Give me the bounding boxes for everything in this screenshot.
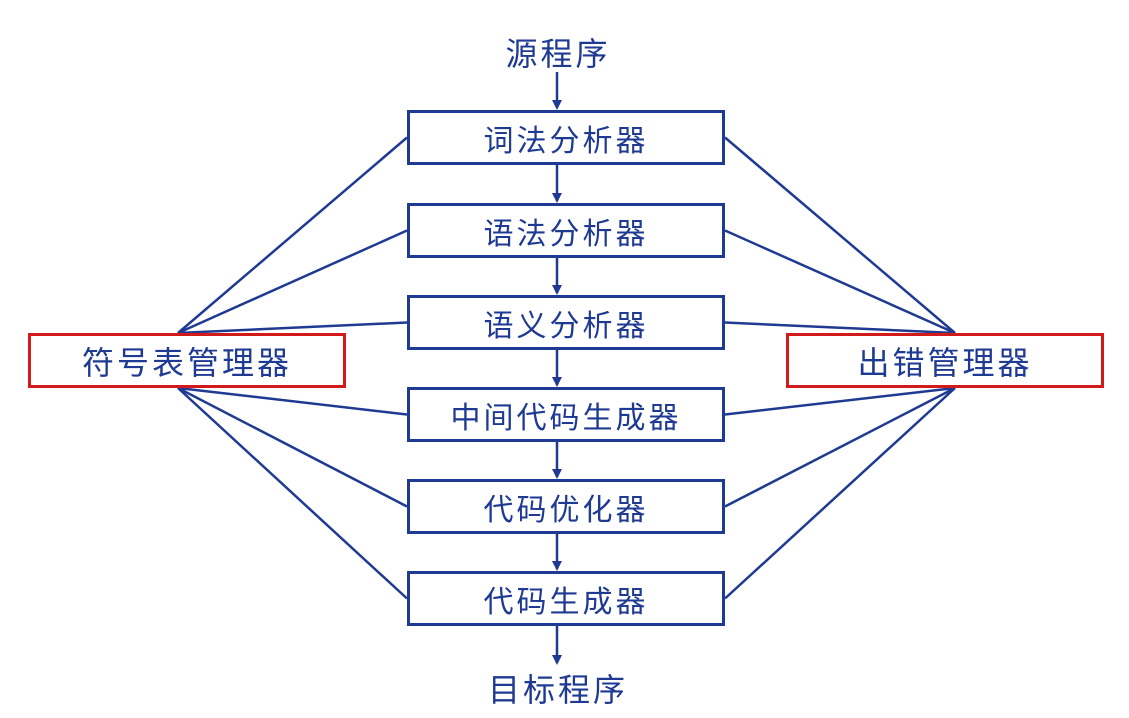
syntax-analyzer-box: 语法分析器 — [407, 203, 725, 258]
symbol-table-link-3 — [177, 321, 408, 335]
symbol-table-link-6 — [177, 387, 408, 600]
source-program-label: 源程序 — [505, 35, 611, 73]
symbol-table-link-5 — [177, 386, 408, 508]
symbol-table-manager-box: 符号表管理器 — [28, 333, 346, 388]
error-link-2 — [724, 229, 956, 335]
intermediate-code-generator-box: 中间代码生成器 — [407, 387, 725, 442]
semantic-analyzer-box: 语义分析器 — [407, 295, 725, 350]
error-link-3 — [724, 321, 956, 335]
error-link-5 — [724, 386, 956, 508]
lexical-analyzer-box: 词法分析器 — [407, 110, 725, 165]
error-link-1 — [724, 136, 956, 334]
code-optimizer-box: 代码优化器 — [407, 479, 725, 534]
error-link-6 — [724, 387, 956, 600]
symbol-table-link-4 — [177, 386, 408, 416]
target-program-label: 目标程序 — [487, 671, 628, 709]
symbol-table-link-1 — [177, 136, 408, 334]
error-link-4 — [724, 386, 956, 416]
symbol-table-link-2 — [177, 229, 408, 335]
code-generator-box: 代码生成器 — [407, 571, 725, 626]
error-manager-box: 出错管理器 — [786, 333, 1104, 388]
